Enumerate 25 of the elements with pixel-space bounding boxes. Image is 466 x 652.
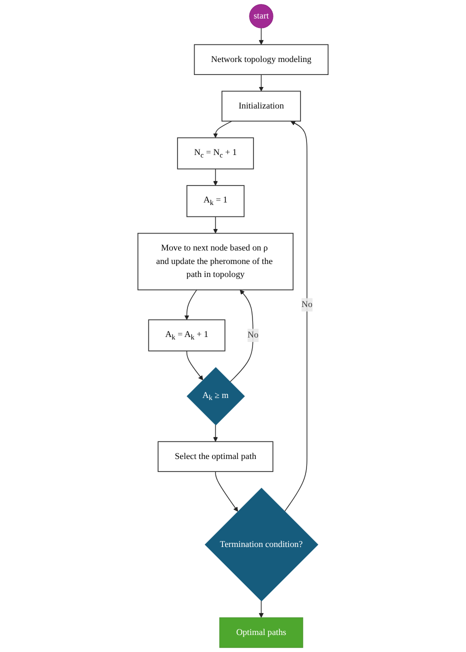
node-box: A$_{k}$ = A$_{k}$ + 1	[148, 319, 226, 352]
node-diamond: A$_{k}$ ≥ m	[186, 367, 245, 426]
node-box: A$_{k}$ = 1	[186, 185, 245, 218]
arrow	[258, 28, 264, 45]
arrow	[213, 168, 218, 186]
node-box: Network topology modeling	[194, 44, 329, 75]
arrow	[284, 120, 308, 512]
node-box: N$_{c}$ = N$_{c}$ + 1	[177, 137, 254, 170]
edge-label: No	[302, 300, 312, 310]
arrow	[258, 74, 264, 92]
arrow	[186, 350, 204, 380]
arrow	[213, 216, 218, 234]
arrow	[213, 120, 232, 138]
node-circle: start	[249, 4, 274, 28]
edge-label: No	[248, 330, 258, 340]
arrow	[215, 471, 238, 512]
node-diamond: Termination condition?	[204, 488, 318, 602]
node-box: Optimal paths	[219, 617, 304, 648]
arrow	[258, 600, 264, 618]
arrow	[213, 424, 218, 442]
node-box: Select the optimal path	[158, 441, 274, 472]
arrow	[184, 290, 198, 320]
node-box: Initialization	[222, 90, 301, 122]
node-box: Move to next node based on ρ and update the pheromone of the path in topology	[137, 232, 294, 290]
arrow	[230, 290, 254, 382]
